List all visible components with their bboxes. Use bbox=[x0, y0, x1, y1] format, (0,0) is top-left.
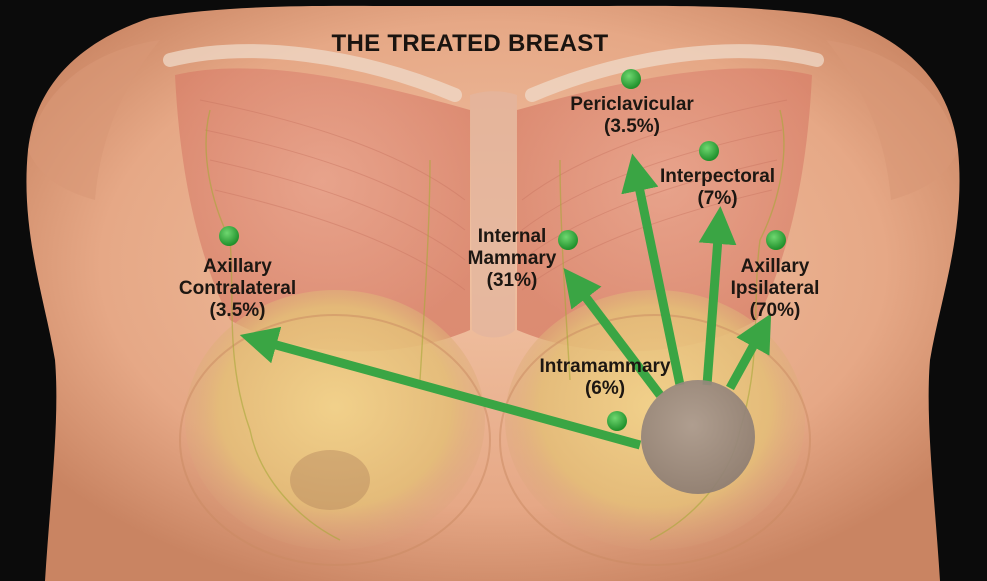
label-interpectoral-name: Interpectoral bbox=[645, 166, 790, 188]
label-interpectoral-pct: (7%) bbox=[645, 188, 790, 210]
label-periclavicular-name: Periclavicular bbox=[557, 94, 707, 116]
label-intramammary-name: Intramammary bbox=[530, 356, 680, 378]
label-axillary-ipsilateral-pct: (70%) bbox=[720, 300, 830, 322]
label-axillary-contralateral-name1: Axillary bbox=[165, 256, 310, 278]
left-areola bbox=[290, 450, 370, 510]
node-axillary-ipsilateral bbox=[766, 230, 786, 250]
node-internal-mammary bbox=[558, 230, 578, 250]
label-intramammary-pct: (6%) bbox=[530, 378, 680, 400]
label-axillary-ipsilateral: Axillary Ipsilateral (70%) bbox=[720, 256, 830, 322]
label-internal-mammary-name2: Mammary bbox=[467, 248, 557, 270]
node-interpectoral bbox=[699, 141, 719, 161]
label-axillary-contralateral-pct: (3.5%) bbox=[165, 300, 310, 322]
diagram-title: THE TREATED BREAST bbox=[300, 30, 640, 58]
label-axillary-contralateral-name2: Contralateral bbox=[165, 278, 310, 300]
node-axillary-contralateral bbox=[219, 226, 239, 246]
label-internal-mammary-name1: Internal bbox=[467, 226, 557, 248]
node-periclavicular bbox=[621, 69, 641, 89]
label-internal-mammary: Internal Mammary (31%) bbox=[467, 226, 557, 292]
label-intramammary: Intramammary (6%) bbox=[530, 356, 680, 400]
node-intramammary bbox=[607, 411, 627, 431]
label-axillary-contralateral: Axillary Contralateral (3.5%) bbox=[165, 256, 310, 322]
label-axillary-ipsilateral-name1: Axillary bbox=[720, 256, 830, 278]
sternum bbox=[470, 91, 517, 337]
label-internal-mammary-pct: (31%) bbox=[467, 270, 557, 292]
label-interpectoral: Interpectoral (7%) bbox=[645, 166, 790, 210]
label-periclavicular-pct: (3.5%) bbox=[557, 116, 707, 138]
left-breast bbox=[185, 290, 485, 550]
label-periclavicular: Periclavicular (3.5%) bbox=[557, 94, 707, 138]
label-axillary-ipsilateral-name2: Ipsilateral bbox=[720, 278, 830, 300]
